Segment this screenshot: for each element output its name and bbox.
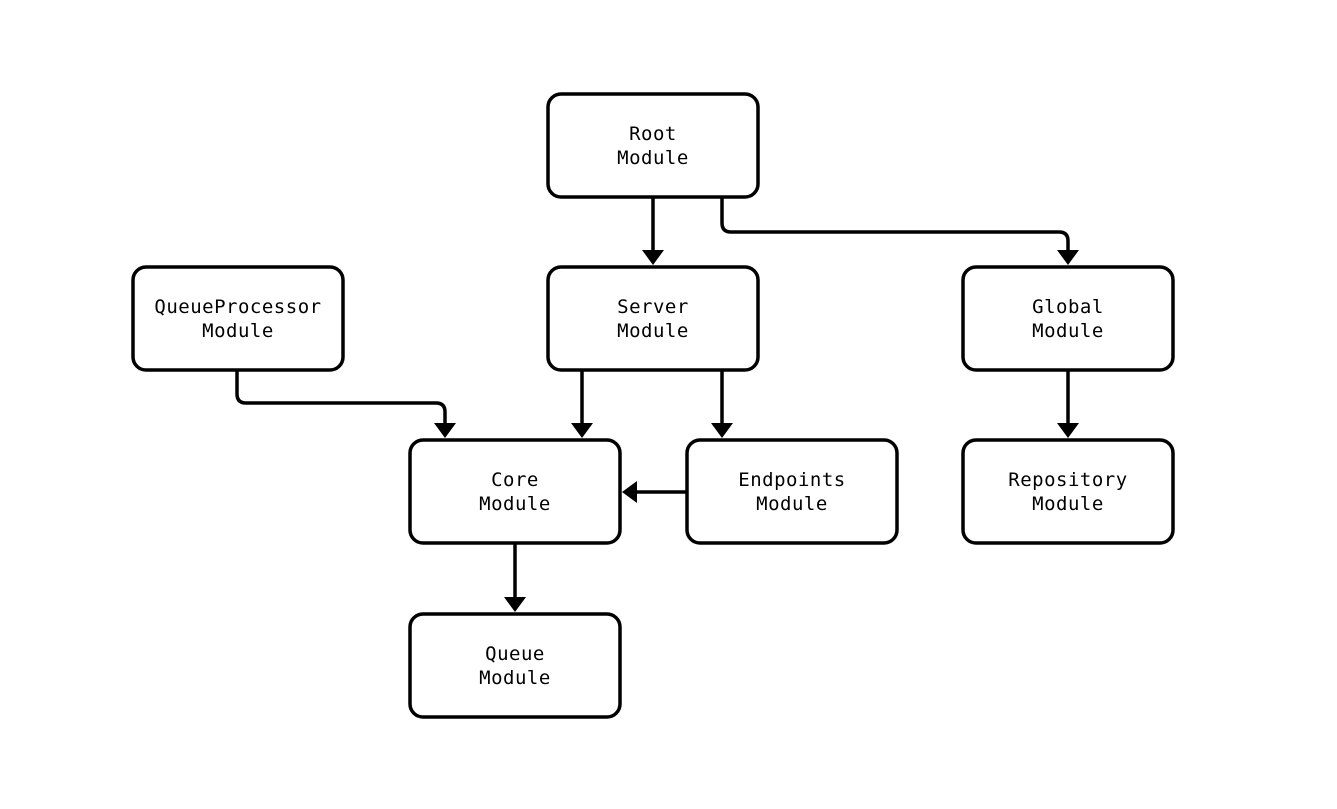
node-label-line1: Root bbox=[629, 123, 677, 145]
edge-server-to-endpoints bbox=[711, 370, 733, 438]
edge-root-to-server bbox=[642, 197, 664, 265]
node-box[interactable] bbox=[408, 612, 622, 719]
node-label-line1: Server bbox=[617, 296, 689, 318]
node-label-line1: Repository bbox=[1008, 469, 1127, 491]
edge-server-to-core bbox=[571, 370, 593, 438]
node-box[interactable] bbox=[961, 438, 1175, 545]
node-label-line2: Module bbox=[617, 147, 689, 169]
node-box[interactable] bbox=[685, 438, 899, 545]
node-label-line2: Module bbox=[617, 320, 689, 342]
node-label-line1: QueueProcessor bbox=[154, 296, 321, 318]
node-box[interactable] bbox=[131, 265, 345, 372]
node-label-line1: Core bbox=[491, 469, 539, 491]
node-label-line1: Endpoints bbox=[738, 469, 845, 491]
node-label-line2: Module bbox=[479, 493, 551, 515]
node-label-line2: Module bbox=[1032, 320, 1104, 342]
node-box[interactable] bbox=[408, 438, 622, 545]
nodes-layer: RootModuleQueueProcessorModuleServerModu… bbox=[131, 92, 1175, 719]
node-label-line2: Module bbox=[1032, 493, 1104, 515]
edge-line bbox=[235, 370, 447, 425]
node-label-line1: Queue bbox=[485, 643, 545, 665]
edge-queueprocessor-to-core bbox=[235, 370, 456, 438]
edge-root-to-global bbox=[720, 197, 1079, 265]
arrowhead-icon bbox=[622, 481, 637, 503]
edge-core-to-queue bbox=[504, 543, 526, 612]
edge-endpoints-to-core bbox=[622, 481, 687, 503]
node-box[interactable] bbox=[961, 265, 1175, 372]
node-box[interactable] bbox=[546, 92, 760, 199]
arrowhead-icon bbox=[1057, 423, 1079, 438]
edge-global-to-repository bbox=[1057, 370, 1079, 438]
node-box[interactable] bbox=[546, 265, 760, 372]
arrowhead-icon bbox=[1057, 250, 1079, 265]
arrowhead-icon bbox=[571, 423, 593, 438]
arrowhead-icon bbox=[711, 423, 733, 438]
edge-line bbox=[720, 197, 1070, 252]
node-label-line2: Module bbox=[756, 493, 828, 515]
node-label-line2: Module bbox=[479, 667, 551, 689]
node-label-line1: Global bbox=[1032, 296, 1104, 318]
node-label-line2: Module bbox=[202, 320, 274, 342]
arrowhead-icon bbox=[642, 250, 664, 265]
arrowhead-icon bbox=[434, 423, 456, 438]
arrowhead-icon bbox=[504, 597, 526, 612]
edges-layer bbox=[235, 197, 1079, 612]
